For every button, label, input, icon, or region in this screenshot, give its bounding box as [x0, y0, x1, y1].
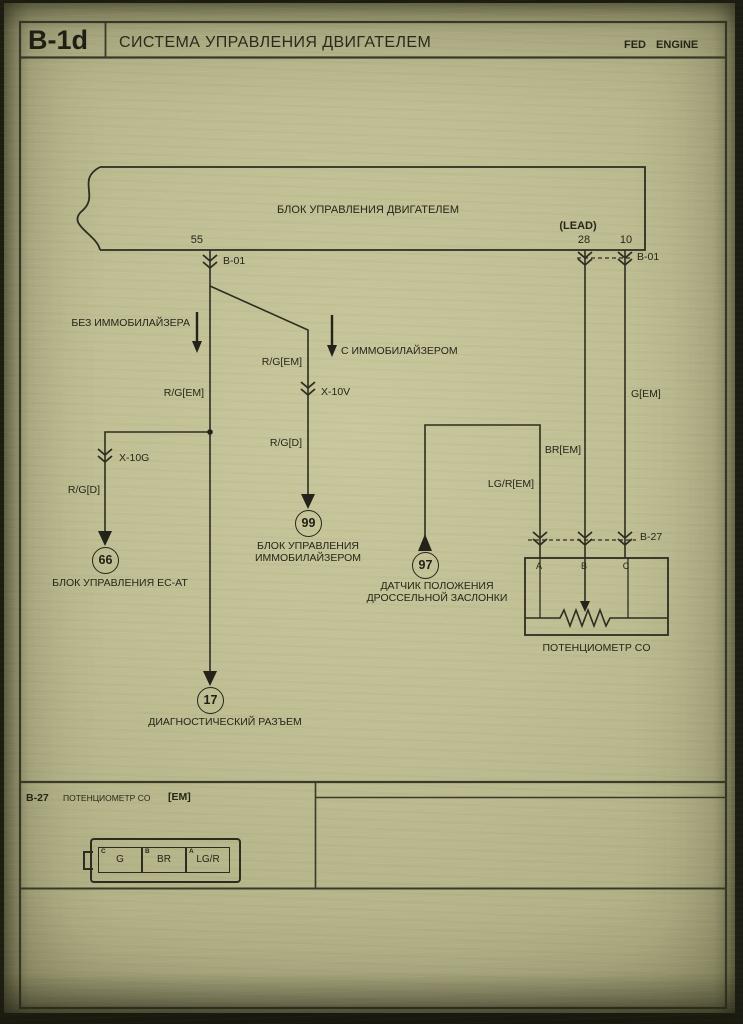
immobilizer-unit-label-line2: ИММОБИЛАЙЗЕРОМ — [254, 552, 362, 564]
tps-label-line1: ДАТЧИК ПОЛОЖЕНИЯ — [380, 580, 494, 592]
footer-connector-id: B-27 — [26, 792, 49, 804]
wire-rg-em-left-label: R/G[EM] — [163, 387, 204, 399]
wire-rg-d-left-label: R/G[D] — [67, 484, 100, 496]
potentiometer-label: ПОТЕНЦИОМЕТР CO — [542, 642, 651, 654]
page-region-tag: FED ENGINE — [624, 39, 699, 51]
wire-lgr-em-label: LG/R[EM] — [487, 478, 534, 490]
connector-cell-c: C G — [98, 847, 142, 873]
connector-b27-row-label: B-27 — [640, 531, 663, 543]
terminal-circle-97: 97 — [412, 552, 439, 579]
pot-pin-b: B — [580, 561, 587, 571]
connector-x10v-label: X-10V — [321, 386, 351, 398]
page-code: B-1d — [28, 25, 88, 55]
ecm-label: БЛОК УПРАВЛЕНИЯ ДВИГАТЕЛЕМ — [276, 204, 460, 216]
connector-cell-b-wire: BR — [157, 854, 171, 865]
connector-cell-a-wire: LG/R — [196, 854, 220, 865]
footer-connector-drawing: C G B BR A LG/R — [83, 838, 241, 883]
terminal-circle-66: 66 — [92, 547, 119, 574]
pot-pin-c: C — [622, 561, 630, 571]
terminal-circle-99: 99 — [295, 510, 322, 537]
terminal-circle-17: 17 — [197, 687, 224, 714]
potentiometer-box — [524, 557, 669, 636]
page-title: СИСТЕМА УПРАВЛЕНИЯ ДВИГАТЕЛЕМ — [119, 34, 432, 51]
ecat-unit-label: БЛОК УПРАВЛЕНИЯ EC-AT — [52, 577, 188, 589]
wire-rg-em-mid-label: R/G[EM] — [261, 356, 302, 368]
pin-28: 28 — [577, 234, 591, 246]
wire-rg-d-mid-label: R/G[D] — [269, 437, 302, 449]
connector-b01-left-label: B-01 — [223, 255, 246, 267]
connector-cell-a: A LG/R — [186, 847, 230, 873]
pin-55: 55 — [190, 234, 203, 246]
branch-with-immobilizer-label: С ИММОБИЛАЙЗЕРОМ — [341, 345, 458, 357]
footer-connector-name: ПОТЕНЦИОМЕТР CO — [63, 793, 151, 803]
diagnostic-connector-label: ДИАГНОСТИЧЕСКИЙ РАЗЪЕМ — [148, 716, 302, 728]
flow-direction-arrows — [192, 312, 337, 357]
branch-no-immobilizer-label: БЕЗ ИММОБИЛАЙЗЕРА — [71, 317, 190, 329]
connector-cell-b: B BR — [142, 847, 186, 873]
wire-junction-dot — [207, 429, 213, 435]
connector-x10g-label: X-10G — [119, 452, 150, 464]
wire-lines — [104, 250, 626, 672]
connector-b01-right-label: B-01 — [637, 251, 660, 263]
pot-pin-a: A — [535, 561, 542, 571]
pin-10: 10 — [619, 234, 633, 246]
connector-cell-c-wire: G — [116, 854, 124, 865]
wire-br-em-label: BR[EM] — [544, 444, 581, 456]
tps-label-line2: ДРОССЕЛЬНОЙ ЗАСЛОНКИ — [366, 592, 508, 604]
connector-dashed-links — [528, 257, 636, 541]
connector-side-tab — [83, 851, 93, 870]
immobilizer-unit-label-line1: БЛОК УПРАВЛЕНИЯ — [257, 540, 359, 552]
footer-connector-tag: [EM] — [168, 791, 191, 803]
wire-g-em-label: G[EM] — [631, 388, 661, 400]
pin-lead-label: (LEAD) — [559, 220, 597, 232]
